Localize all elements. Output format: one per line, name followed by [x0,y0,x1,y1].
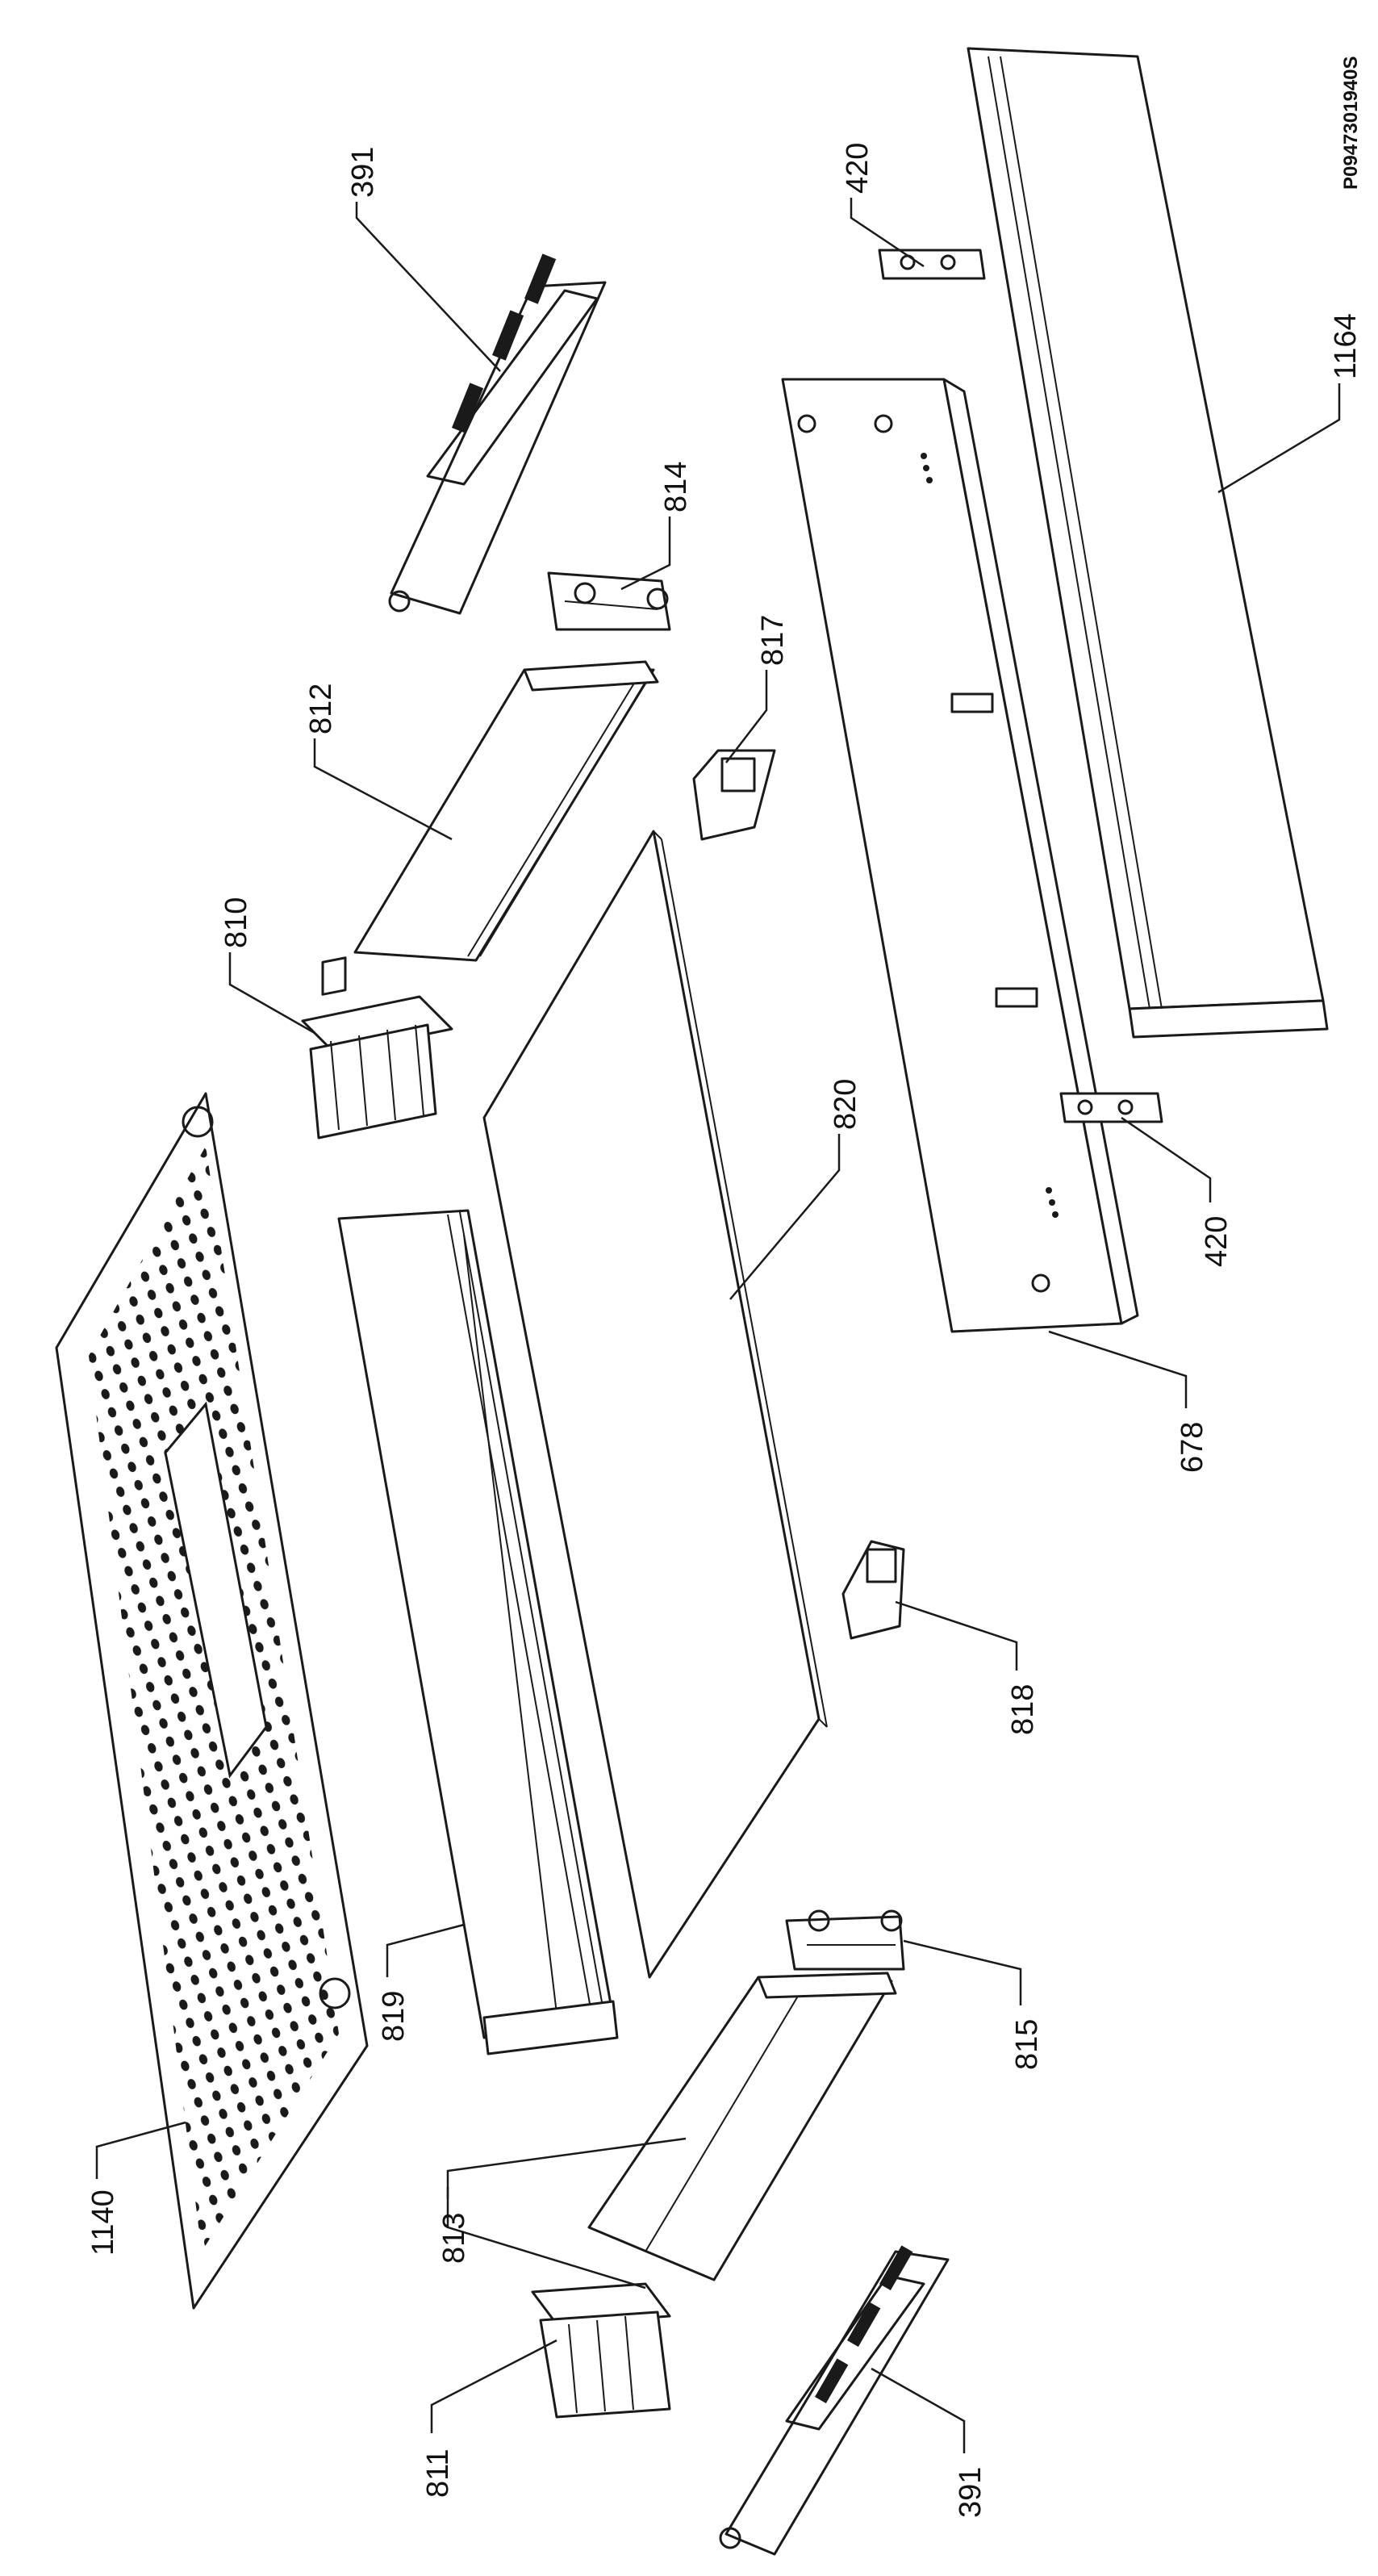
part-814-bracket [547,571,671,631]
leader-lines [95,198,1341,2453]
part-815-bracket [785,1909,905,1971]
part-810-clip [301,956,453,1140]
part-420-spacer-bottom [1059,1092,1163,1123]
label-820: 820 [829,1079,862,1130]
part-391-slide-bottom [719,2245,950,2556]
label-812: 812 [304,684,338,734]
part-811-clip [531,2282,671,2419]
label-1164: 1164 [1329,313,1363,379]
part-812-rail [353,660,659,962]
part-817-latch [692,749,776,841]
callout-labels: 391 814 812 817 810 820 420 1164 420 678… [86,143,1363,2518]
label-815: 815 [1010,2019,1044,2070]
label-811: 811 [421,2448,455,2498]
part-818-latch [841,1540,905,1640]
drawing-code: P0947301940S [1340,56,1362,190]
label-678: 678 [1175,1422,1209,1473]
label-420-bottom: 420 [1200,1216,1234,1267]
part-420-spacer-top [878,249,986,280]
part-1164-cover [967,47,1329,1039]
label-814: 814 [659,462,693,512]
label-813: 813 [437,2213,471,2264]
part-1140-perforated-panel [55,1092,369,2310]
part-678-profile [781,378,1139,1333]
part-391-slide-top [388,253,607,615]
part-819-rail [337,1209,619,2055]
part-813-rail [587,1972,897,2281]
label-1140: 1140 [86,2189,120,2256]
label-818: 818 [1006,1684,1040,1735]
label-420-top: 420 [841,143,875,194]
label-810: 810 [219,897,253,948]
label-391-bottom: 391 [954,2467,988,2518]
label-817: 817 [756,615,790,666]
label-819: 819 [377,1991,411,2042]
label-391-top: 391 [346,147,380,198]
